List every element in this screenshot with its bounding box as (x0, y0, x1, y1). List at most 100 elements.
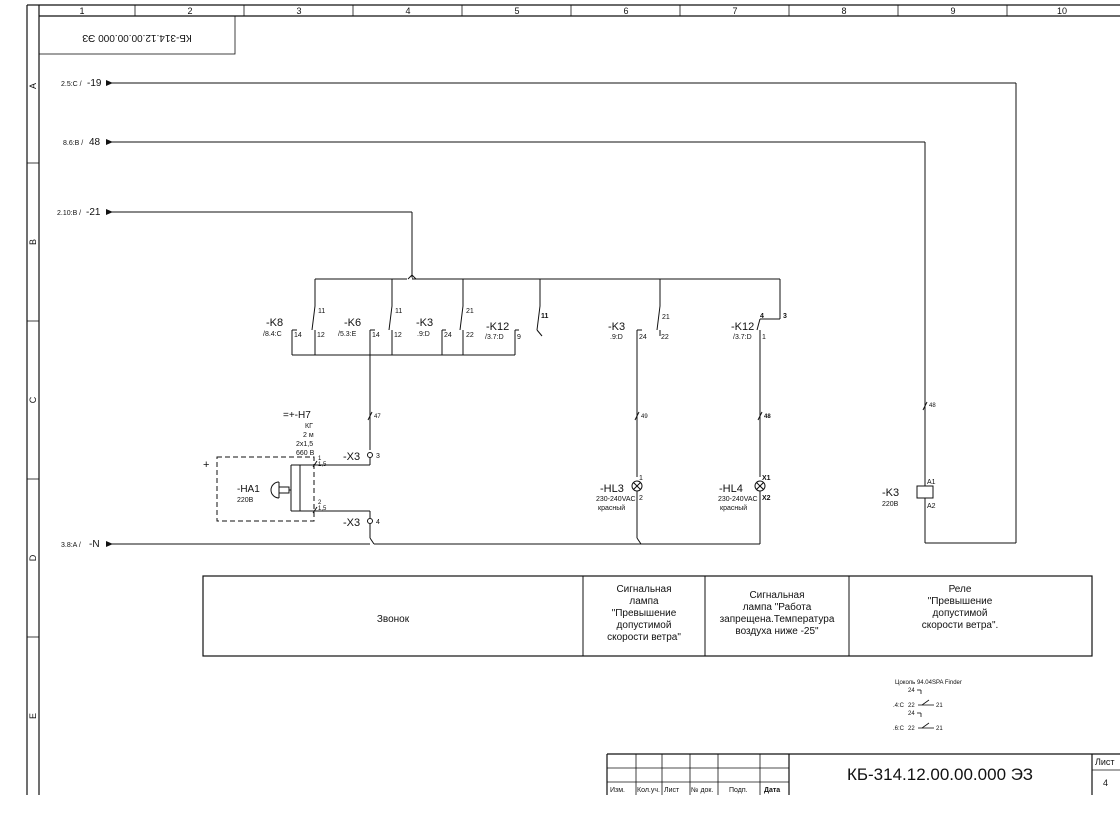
svg-text:21: 21 (936, 703, 943, 709)
svg-text:21: 21 (662, 314, 670, 321)
svg-text:-HA1: -HA1 (237, 484, 260, 495)
svg-text:48: 48 (764, 414, 771, 420)
svg-text:-N: -N (89, 539, 100, 550)
legend-rele-line: "Превышение (928, 596, 993, 607)
cable-h7: =+-H7 КГ 2 м 2х1,5 660 В (283, 410, 315, 457)
row-labels: A B C D E (28, 83, 38, 719)
legend-rele-line: скорости ветра". (922, 620, 999, 631)
svg-text:49: 49 (641, 414, 648, 420)
svg-text:8.6:B /: 8.6:B / (63, 140, 83, 147)
row-label: A (28, 83, 38, 89)
svg-text:X1: X1 (762, 475, 771, 482)
svg-text:230-240VAC: 230-240VAC (596, 496, 636, 503)
svg-text:-X3: -X3 (343, 517, 360, 529)
contact-k3-b: -K3 .9:D 21 24 22 (608, 305, 670, 477)
svg-text:24: 24 (639, 334, 647, 341)
svg-text:9: 9 (517, 334, 521, 341)
svg-text:21: 21 (466, 308, 474, 315)
svg-text:21: 21 (936, 726, 943, 732)
svg-text:11: 11 (541, 313, 549, 320)
svg-text:X2: X2 (762, 495, 771, 502)
legend-lamp2-line: Сигнальная (749, 590, 804, 601)
svg-text:-21: -21 (86, 207, 101, 218)
svg-text:1: 1 (639, 475, 643, 482)
contact-k12-a: -K12 /3.7:D 9 11 (485, 305, 549, 355)
svg-text:24: 24 (444, 332, 452, 339)
svg-text:.6:C: .6:C (893, 726, 905, 732)
title-col: Изм. (610, 787, 625, 794)
top-stamp: КБ-314.12.00.00.000 ЭЗ (38, 15, 236, 55)
svg-text:1,5: 1,5 (318, 462, 327, 468)
svg-text:-K12: -K12 (486, 321, 509, 333)
svg-text:660 В: 660 В (296, 450, 315, 457)
contact-k12-b: -K12 /3.7:D 4 3 1 (731, 312, 787, 477)
contact-bus-lower (292, 354, 515, 450)
terminal-x3-4: -X3 4 2 1,5 (300, 500, 380, 545)
column-labels: 1 2 3 4 5 6 7 8 9 10 (79, 6, 1067, 16)
row-label: B (28, 239, 38, 245)
legend-lamp1-line: допустимой (617, 620, 672, 631)
svg-text:220В: 220В (882, 501, 899, 508)
svg-text:4: 4 (760, 313, 764, 320)
svg-text:КГ: КГ (305, 423, 313, 430)
svg-text:24: 24 (908, 711, 915, 717)
bell-ha1: + -HA1 220В (203, 456, 315, 522)
legend-zvonok: Звонок (377, 614, 410, 625)
title-col: Кол.уч. (637, 787, 660, 794)
col-label: 9 (950, 6, 955, 16)
legend-lamp1-line: лампа (629, 596, 659, 607)
svg-text:A1: A1 (927, 479, 936, 486)
svg-text:/3.7:D: /3.7:D (733, 334, 752, 341)
svg-text:14: 14 (294, 332, 302, 339)
svg-text:1: 1 (762, 334, 766, 341)
legend-lamp2-line: лампа "Работа (743, 601, 812, 613)
row-label: E (28, 713, 38, 719)
svg-text:Цоколь 94.04SPA Finder: Цоколь 94.04SPA Finder (895, 680, 962, 686)
svg-text:-HL4: -HL4 (719, 483, 743, 495)
col-label: 8 (841, 6, 846, 16)
svg-text:48: 48 (929, 403, 936, 409)
input-48: 8.6:B / 48 (63, 137, 926, 486)
svg-text:-X3: -X3 (343, 451, 360, 463)
terminal-x3-3: -X3 3 1 1,5 (300, 451, 380, 468)
legend-table: Звонок Сигнальная лампа "Превышение допу… (202, 575, 1093, 657)
sheet-label: Лист (1095, 757, 1115, 767)
svg-text:-K3: -K3 (608, 321, 625, 333)
relay-coil-k3: A1 A2 -K3 220В (882, 479, 1016, 544)
title-block: Изм. Кол.уч. Лист № док. Подп. Дата КБ-3… (606, 753, 1120, 795)
input-19: 2.5:C / -19 (61, 78, 1017, 543)
contact-bus (314, 274, 781, 312)
svg-text:A2: A2 (927, 503, 936, 510)
svg-text:11: 11 (395, 308, 402, 315)
legend-rele-line: Реле (949, 584, 972, 595)
svg-text:22: 22 (466, 332, 474, 339)
col-label: 10 (1057, 6, 1067, 16)
svg-text:11: 11 (318, 308, 325, 315)
legend-lamp1-line: Сигнальная (616, 584, 671, 595)
svg-text:/5.3:E: /5.3:E (338, 331, 357, 338)
legend-lamp1-line: "Превышение (612, 608, 677, 619)
svg-text:-HL3: -HL3 (600, 483, 624, 495)
svg-text:12: 12 (317, 332, 325, 339)
col-label: 6 (623, 6, 628, 16)
svg-text:220В: 220В (237, 497, 254, 504)
svg-text:1: 1 (318, 456, 322, 462)
svg-text:.9:D: .9:D (417, 331, 430, 338)
input-n: 3.8:A / -N (61, 539, 370, 550)
doc-code: КБ-314.12.00.00.000 ЭЗ (847, 765, 1033, 784)
svg-text:.4:C: .4:C (893, 703, 905, 709)
svg-text:24: 24 (908, 688, 915, 694)
sheet-number: 4 (1103, 778, 1108, 788)
svg-text:.9:D: .9:D (610, 334, 623, 341)
col-label: 2 (187, 6, 192, 16)
svg-text:4: 4 (376, 519, 380, 526)
svg-text:-K3: -K3 (882, 487, 899, 499)
svg-text:-K3: -K3 (416, 317, 433, 329)
title-col: Подп. (729, 787, 748, 794)
row-label: D (28, 554, 38, 561)
socket-note: Цоколь 94.04SPA Finder 24 .4:C 22 21 24 … (893, 680, 962, 732)
svg-text:-19: -19 (87, 78, 102, 89)
svg-text:1,5: 1,5 (318, 506, 327, 512)
wire-markers: 47 49 48 48 (367, 401, 936, 421)
svg-text:12: 12 (394, 332, 402, 339)
